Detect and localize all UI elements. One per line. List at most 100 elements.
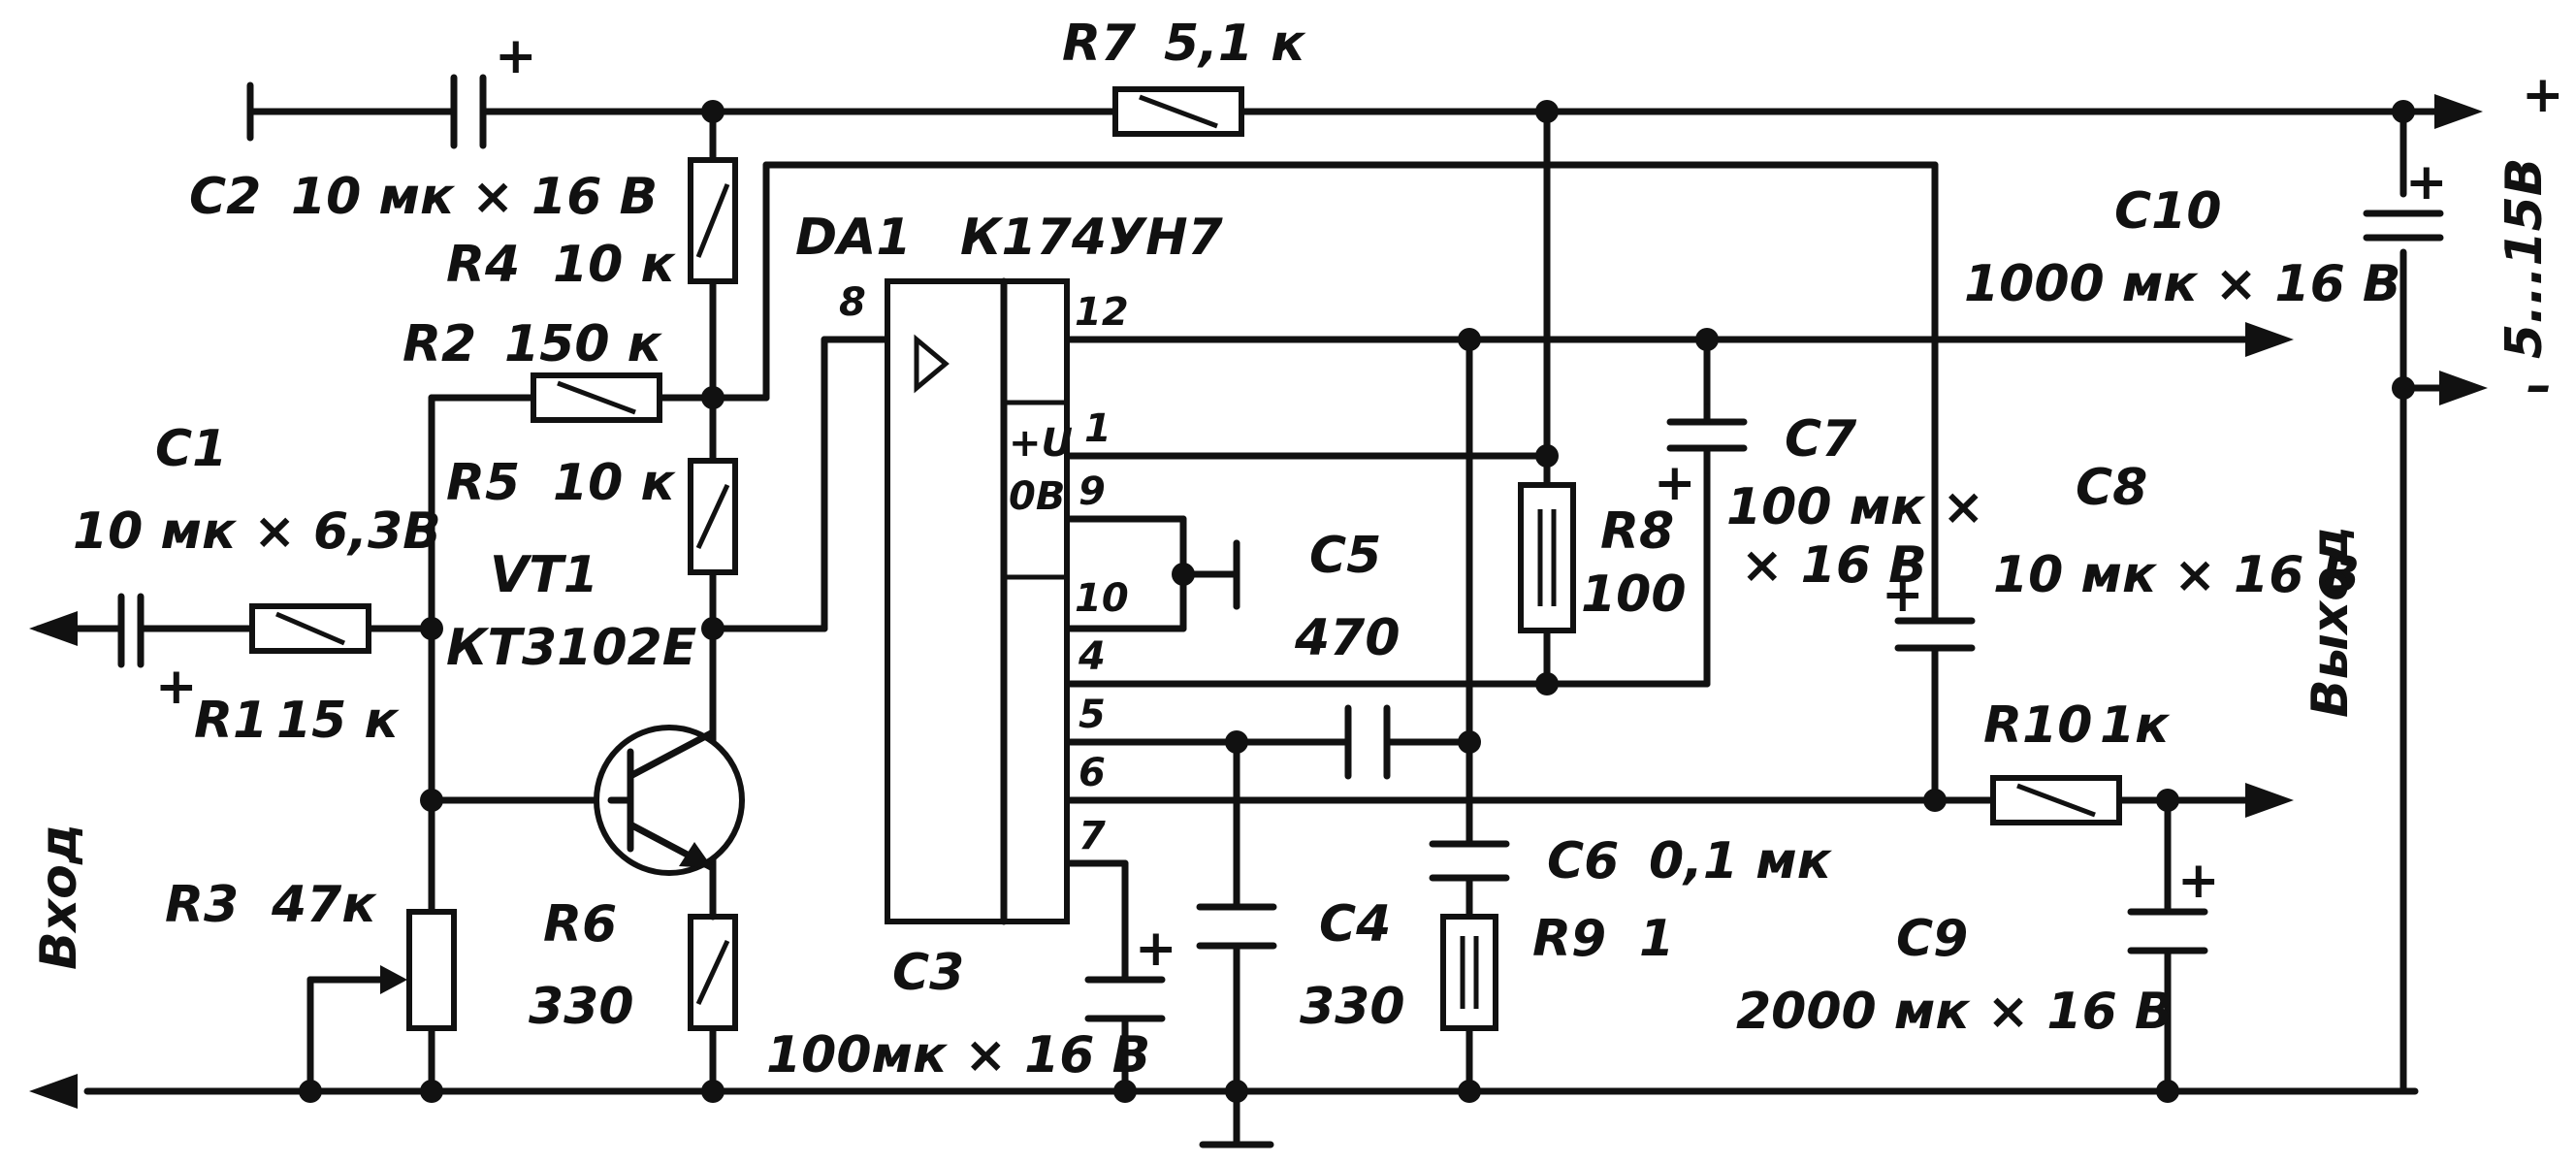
resistor-r9 xyxy=(1440,914,1498,1031)
capacitor-c8 xyxy=(1894,598,1976,673)
r7-value: 5,1 к xyxy=(1164,15,1306,73)
r5-value: 10 к xyxy=(553,454,676,512)
c6-ref: C6 xyxy=(1547,832,1619,890)
c1-ref: C1 xyxy=(155,420,227,478)
c3-value: 100мк × 16 В xyxy=(766,1026,1150,1084)
r2-value: 150 к xyxy=(504,315,663,373)
r1-value: 15 к xyxy=(276,692,400,750)
pin-zero-v: 0В xyxy=(1009,474,1065,519)
polarity-plus-c7: + xyxy=(1654,454,1696,512)
supply-minus-arrow-icon xyxy=(2439,371,2488,405)
r7-ref: R7 xyxy=(1062,15,1137,73)
r3-value: 47к xyxy=(271,876,377,934)
c10-output-arrow-icon xyxy=(2245,322,2294,357)
c10-value: 1000 мк × 16 В xyxy=(1964,255,2401,313)
vt1-ref: VT1 xyxy=(490,546,598,604)
pin-7: 7 xyxy=(1079,814,1106,858)
pin-12: 12 xyxy=(1075,290,1129,335)
resistor-r2 xyxy=(531,372,662,423)
capacitor-c7 xyxy=(1666,404,1748,474)
capacitor-c10 xyxy=(2363,210,2444,242)
arrows xyxy=(29,94,2488,1109)
c7-value2: × 16 В xyxy=(1741,536,1927,595)
r10-ref: R10 xyxy=(1983,696,2092,755)
da1-ref: DA1 xyxy=(795,209,912,267)
capacitor-c1 xyxy=(117,593,145,668)
resistor-r8 xyxy=(1518,482,1576,633)
polarity-plus-c8: + xyxy=(1882,566,1924,624)
resistor-r10 xyxy=(1990,775,2122,825)
r10-output-arrow-icon xyxy=(2245,783,2294,818)
capacitor-c3 xyxy=(1084,976,1166,1022)
transistor-vt1-icon xyxy=(594,714,745,921)
c7-ref: C7 xyxy=(1785,410,1857,469)
resistor-r1 xyxy=(249,603,371,654)
c2-ref: C2 xyxy=(189,168,261,226)
pin-6: 6 xyxy=(1079,751,1106,795)
r6-value: 330 xyxy=(529,978,634,1036)
r9-value: 1 xyxy=(1639,910,1674,968)
c2-value: 10 мк × 16 В xyxy=(291,168,658,226)
polarity-plus: + xyxy=(495,27,537,85)
capacitor-c4 xyxy=(1196,903,1277,950)
pin-1: 1 xyxy=(1084,406,1111,451)
c5-ref: C5 xyxy=(1309,527,1381,585)
r8-ref: R8 xyxy=(1600,502,1674,561)
r4-value: 10 к xyxy=(553,236,676,294)
amplifier-triangle-icon xyxy=(914,334,950,394)
c7-value: 100 мк × xyxy=(1726,478,1984,536)
c6-value: 0,1 мк xyxy=(1649,832,1833,890)
junction-dots xyxy=(299,100,2415,1103)
polarity-plus-c10: + xyxy=(2405,153,2448,211)
c1-value: 10 мк × 6,3В xyxy=(73,502,441,561)
r1-ref: R1 xyxy=(194,692,268,750)
polarity-plus-c1: + xyxy=(155,658,198,716)
pin-9: 9 xyxy=(1079,469,1106,514)
input-arrow-icon xyxy=(29,611,78,646)
pin-4: 4 xyxy=(1078,634,1106,679)
c8-ref: C8 xyxy=(2076,459,2147,517)
pin-8: 8 xyxy=(839,280,866,325)
polarity-plus-c9: + xyxy=(2177,852,2220,910)
c8-value: 10 мк × 16 В xyxy=(1993,546,2360,604)
output-label: Выход xyxy=(2302,526,2360,718)
resistor-r4 xyxy=(688,157,738,284)
r10-value: 1к xyxy=(2100,696,2171,755)
pin-5: 5 xyxy=(1079,693,1106,737)
r4-ref: R4 xyxy=(446,236,520,294)
capacitor-c2 xyxy=(450,74,487,149)
supply-label: 5...15В xyxy=(2496,158,2554,359)
pin-plus-u: +U xyxy=(1009,421,1073,466)
c9-ref: C9 xyxy=(1896,910,1968,968)
supply-plus-arrow-icon xyxy=(2434,94,2483,129)
resistor-r6 xyxy=(688,914,738,1031)
input-label: Вход xyxy=(30,824,88,970)
capacitor-c9 xyxy=(2127,908,2208,954)
r9-ref: R9 xyxy=(1532,910,1606,968)
c10-ref: C10 xyxy=(2114,182,2222,241)
pin-10: 10 xyxy=(1075,576,1129,621)
r3-ref: R3 xyxy=(165,876,239,934)
resistor-r7 xyxy=(1112,86,1244,137)
da1-value: К174УН7 xyxy=(960,209,1224,267)
c9-value: 2000 мк × 16 В xyxy=(1736,983,2174,1041)
supply-plus-label: + xyxy=(2522,66,2564,124)
labels: C2 10 мк × 16 В + R7 5,1 к R4 10 к R2 15… xyxy=(30,15,2564,1084)
c5-value: 470 xyxy=(1294,609,1401,667)
r8-value: 100 xyxy=(1581,566,1687,624)
r6-ref: R6 xyxy=(543,895,617,954)
vt1-value: КТ3102Е xyxy=(446,619,696,677)
r5-ref: R5 xyxy=(446,454,520,512)
capacitor-c6 xyxy=(1429,840,1510,882)
ground-input-arrow-icon xyxy=(29,1074,78,1109)
r2-ref: R2 xyxy=(402,315,476,373)
polarity-plus-c3: + xyxy=(1135,920,1177,978)
c4-ref: C4 xyxy=(1319,895,1391,954)
ic-da1 xyxy=(885,277,1070,925)
supply-minus-label: – xyxy=(2527,357,2552,415)
c3-ref: C3 xyxy=(892,944,964,1002)
c4-value: 330 xyxy=(1300,978,1405,1036)
capacitor-c5 xyxy=(1344,704,1391,780)
resistor-r5 xyxy=(688,458,738,575)
